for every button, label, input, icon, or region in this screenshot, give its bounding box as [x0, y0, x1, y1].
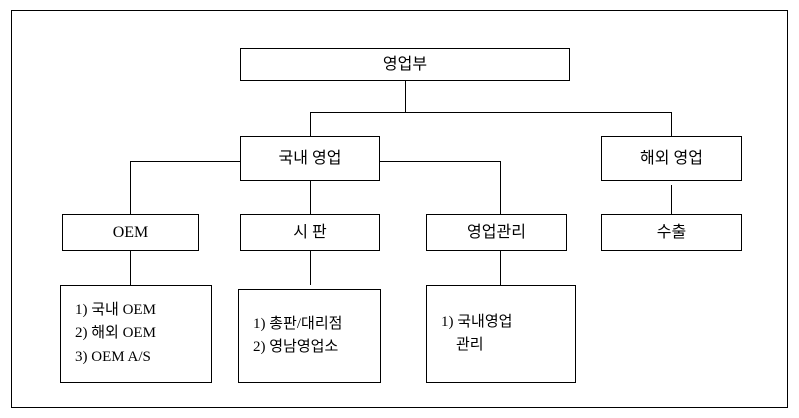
node-export-label: 수출	[656, 223, 687, 241]
connector-overseas-to-export	[671, 185, 672, 214]
node-oem[interactable]: OEM	[62, 214, 199, 251]
list-item: 관리	[441, 337, 484, 353]
node-domestic-sales-label: 국내 영업	[278, 149, 342, 167]
list-item: 1) 국내영업	[441, 313, 513, 330]
connector-arm-to-oem	[130, 161, 131, 214]
node-sales-admin-label: 영업관리	[467, 223, 526, 241]
node-export[interactable]: 수출	[601, 214, 742, 251]
connector-bus-to-overseas	[671, 112, 672, 136]
node-overseas-sales[interactable]: 해외 영업	[601, 136, 742, 181]
node-retail[interactable]: 시 판	[240, 214, 380, 251]
connector-domestic-to-retail	[310, 180, 311, 214]
diagram-outer-border	[11, 10, 788, 408]
connector-domestic-left-arm	[130, 161, 240, 162]
list-item: 3) OEM A/S	[75, 348, 151, 365]
connector-domestic-right-arm	[380, 161, 500, 162]
node-oem-label: OEM	[112, 223, 149, 241]
node-root-label: 영업부	[382, 55, 428, 73]
node-retail-label: 시 판	[293, 223, 327, 241]
connector-bus-to-domestic	[310, 112, 311, 136]
list-retail-details[interactable]: 1) 총판/대리점 2) 영남영업소	[238, 289, 381, 383]
list-sales-admin-details[interactable]: 1) 국내영업 관리	[426, 285, 576, 383]
connector-root-stem	[405, 80, 406, 112]
connector-tier2-bus	[310, 112, 672, 113]
list-item: 1) 국내 OEM	[75, 302, 156, 319]
list-item: 2) 영남영업소	[253, 339, 339, 355]
node-overseas-sales-label: 해외 영업	[640, 149, 703, 167]
connector-retail-to-details	[310, 250, 311, 285]
list-item: 1) 총판/대리점	[253, 315, 343, 332]
node-sales-admin[interactable]: 영업관리	[426, 214, 567, 251]
connector-sales-admin-to-details	[500, 250, 501, 285]
list-item: 2) 해외 OEM	[75, 325, 156, 342]
list-oem-details[interactable]: 1) 국내 OEM 2) 해외 OEM 3) OEM A/S	[60, 285, 212, 383]
connector-oem-to-details	[130, 250, 131, 285]
connector-arm-to-sales-admin	[500, 161, 501, 214]
node-domestic-sales[interactable]: 국내 영업	[240, 136, 380, 181]
node-root[interactable]: 영업부	[240, 48, 570, 81]
